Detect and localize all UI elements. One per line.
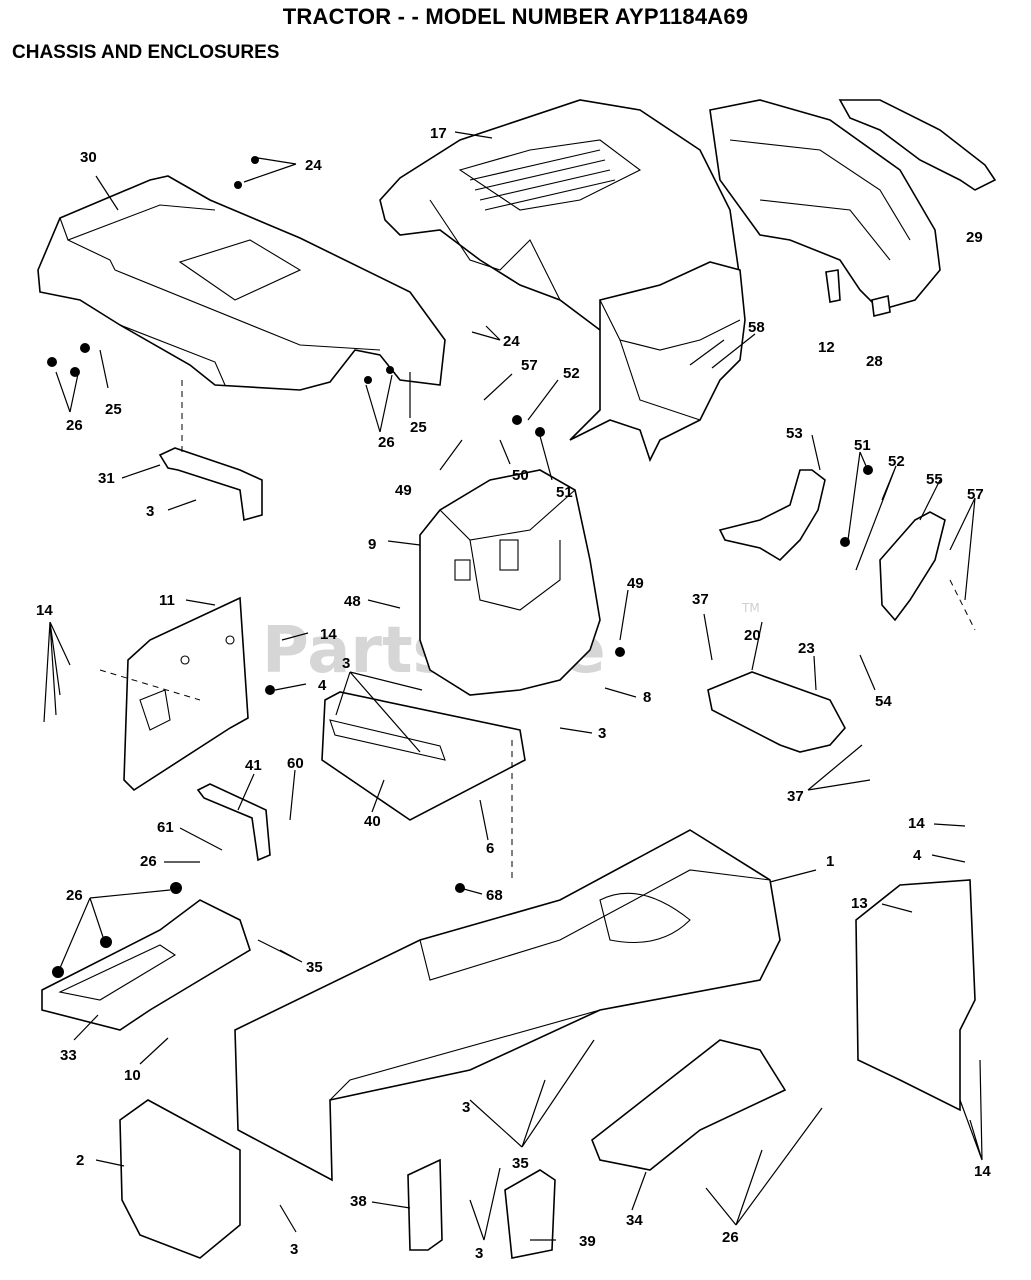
callout-26[interactable]: 26 (66, 887, 83, 904)
callout-57[interactable]: 57 (521, 357, 538, 374)
callout-55[interactable]: 55 (926, 471, 943, 488)
callout-2[interactable]: 2 (76, 1152, 84, 1169)
part-11-plate[interactable] (123, 596, 249, 792)
callout-3[interactable]: 3 (462, 1099, 470, 1116)
callout-54[interactable]: 54 (875, 693, 892, 710)
callout-40[interactable]: 40 (364, 813, 381, 830)
part-55-plate[interactable] (879, 511, 946, 622)
callout-26[interactable]: 26 (66, 417, 83, 434)
callout-26[interactable]: 26 (722, 1229, 739, 1246)
callout-9[interactable]: 9 (368, 536, 376, 553)
callout-24[interactable]: 24 (503, 333, 520, 350)
callout-37[interactable]: 37 (692, 591, 709, 608)
callout-3[interactable]: 3 (598, 725, 606, 742)
callout-6[interactable]: 6 (486, 840, 494, 857)
callout-29[interactable]: 29 (966, 229, 983, 246)
callout-53[interactable]: 53 (786, 425, 803, 442)
leader-lines (43, 131, 983, 1241)
callout-60[interactable]: 60 (287, 755, 304, 772)
part-34-footrest[interactable] (591, 1039, 787, 1171)
diagram-subtitle: CHASSIS AND ENCLOSURES (12, 42, 280, 63)
part-41-bracket[interactable] (196, 783, 271, 862)
watermark-trademark: TM (741, 601, 760, 615)
callout-68[interactable]: 68 (486, 887, 503, 904)
part-1-frame[interactable] (234, 829, 781, 1182)
callout-33[interactable]: 33 (60, 1047, 77, 1064)
part-9-console[interactable] (419, 469, 601, 696)
callout-20[interactable]: 20 (744, 627, 761, 644)
callout-4[interactable]: 4 (913, 847, 922, 864)
callout-labels: 17 30 24 29 24 58 12 28 57 52 25 25 53 2… (36, 125, 991, 1262)
callout-48[interactable]: 48 (344, 593, 361, 610)
callout-1[interactable]: 1 (826, 853, 834, 870)
diagram-title: TRACTOR - - MODEL NUMBER AYP1184A69 (282, 4, 749, 29)
callout-14[interactable]: 14 (320, 626, 337, 643)
callout-10[interactable]: 10 (124, 1067, 141, 1084)
callout-3[interactable]: 3 (290, 1241, 298, 1258)
callout-51[interactable]: 51 (556, 484, 573, 501)
callout-23[interactable]: 23 (798, 640, 815, 657)
callout-49[interactable]: 49 (395, 482, 412, 499)
callout-30[interactable]: 30 (80, 149, 97, 166)
part-6-floor-plate[interactable] (321, 691, 526, 821)
callout-50[interactable]: 50 (512, 467, 529, 484)
part-31-bracket[interactable] (158, 447, 263, 522)
callout-13[interactable]: 13 (851, 895, 868, 912)
callout-41[interactable]: 41 (245, 757, 262, 774)
callout-3[interactable]: 3 (146, 503, 154, 520)
callout-26[interactable]: 26 (140, 853, 157, 870)
callout-3[interactable]: 3 (475, 1245, 483, 1262)
callout-25[interactable]: 25 (410, 419, 427, 436)
callout-14[interactable]: 14 (36, 602, 53, 619)
callout-57[interactable]: 57 (967, 486, 984, 503)
part-58-dash[interactable] (569, 261, 746, 463)
alignment-lines (99, 380, 976, 880)
callout-52[interactable]: 52 (888, 453, 905, 470)
part-39-bracket[interactable] (504, 1169, 556, 1259)
callout-52[interactable]: 52 (563, 365, 580, 382)
callout-26[interactable]: 26 (378, 434, 395, 451)
callout-49[interactable]: 49 (627, 575, 644, 592)
part-38-bracket[interactable] (407, 1158, 443, 1251)
callout-4[interactable]: 4 (318, 677, 327, 694)
callout-14[interactable]: 14 (974, 1163, 991, 1180)
callout-17[interactable]: 17 (430, 125, 447, 142)
callout-35[interactable]: 35 (512, 1155, 529, 1172)
callout-35[interactable]: 35 (306, 959, 323, 976)
part-13-plate[interactable] (855, 879, 976, 1112)
callout-28[interactable]: 28 (866, 353, 883, 370)
callout-61[interactable]: 61 (157, 819, 174, 836)
part-2-plate[interactable] (119, 1099, 241, 1259)
part-20-bracket[interactable] (707, 671, 846, 753)
part-33-footrest[interactable] (41, 899, 251, 1031)
callout-58[interactable]: 58 (748, 319, 765, 336)
part-29-grille[interactable] (709, 99, 997, 317)
callout-24[interactable]: 24 (305, 157, 322, 174)
callout-51[interactable]: 51 (854, 437, 871, 454)
callout-3[interactable]: 3 (342, 655, 350, 672)
callout-39[interactable]: 39 (579, 1233, 596, 1250)
callout-14[interactable]: 14 (908, 815, 925, 832)
callout-37[interactable]: 37 (787, 788, 804, 805)
callout-8[interactable]: 8 (643, 689, 651, 706)
callout-25[interactable]: 25 (105, 401, 122, 418)
callout-31[interactable]: 31 (98, 470, 115, 487)
callout-38[interactable]: 38 (350, 1193, 367, 1210)
part-53-lever[interactable] (718, 469, 826, 562)
callout-34[interactable]: 34 (626, 1212, 643, 1229)
callout-12[interactable]: 12 (818, 339, 835, 356)
callout-11[interactable]: 11 (159, 592, 175, 609)
